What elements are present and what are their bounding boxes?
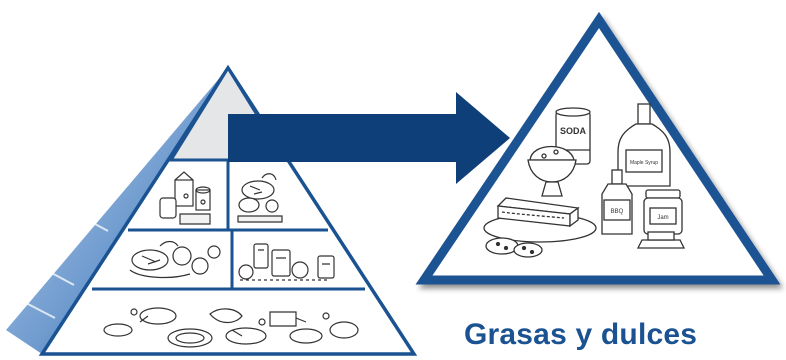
syrup-bottle-icon: Maple Syrup <box>617 103 671 187</box>
sauce-bottle-label: BBQ <box>611 209 624 215</box>
tier-grains-sketch <box>103 307 359 348</box>
caption-fats-sweets: Grasas y dulces <box>464 318 698 351</box>
sauce-bottle-icon: BBQ <box>601 169 633 235</box>
tier-vegetables-sketch <box>129 240 221 279</box>
jar-label: Jam <box>657 215 668 221</box>
jar-icon: Jam <box>643 189 683 235</box>
cake-slice-icon <box>483 197 597 243</box>
food-pyramid-icon <box>6 64 418 356</box>
tier-dairy-sketch <box>159 171 211 225</box>
pyramid-side-face <box>6 68 228 354</box>
tier-protein-sketch <box>237 173 283 223</box>
fats-sweets-sketch: SODA Maple Syrup BBQ Jam <box>483 103 686 258</box>
syrup-bottle-label: Maple Syrup <box>630 160 658 166</box>
arrow-right-icon <box>228 92 510 184</box>
cookies-icon <box>485 237 543 258</box>
butter-dish-icon <box>636 231 686 249</box>
tier-fruits-sketch <box>238 243 335 281</box>
ice-cream-icon <box>527 146 577 197</box>
soda-can-label: SODA <box>560 126 587 136</box>
